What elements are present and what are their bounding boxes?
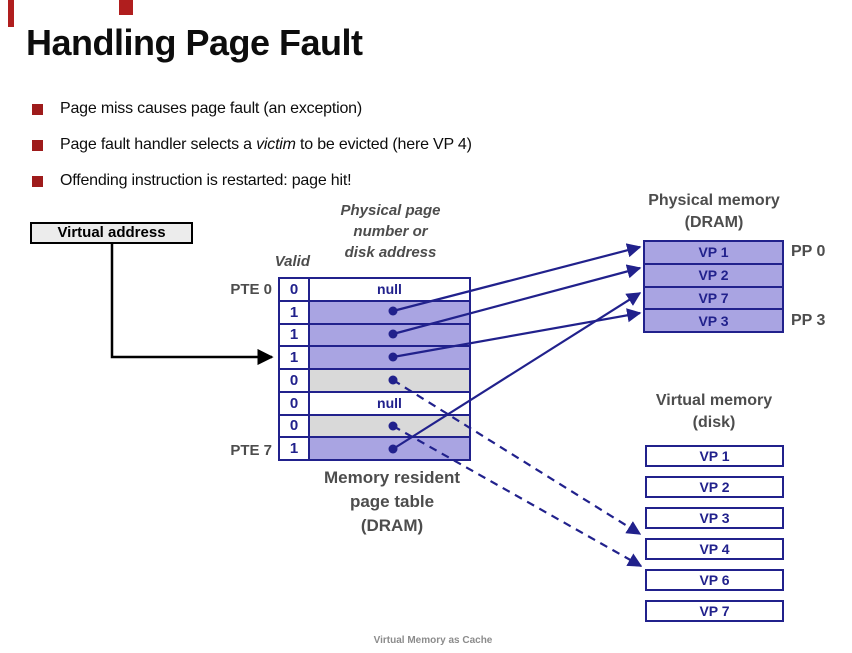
virtual-address-box: Virtual address [30, 222, 193, 244]
ppn-cell: null [310, 279, 469, 300]
physical-page: VP 7 [645, 287, 782, 311]
page-table-row-2: 1 [280, 324, 469, 348]
bullet-square-icon [32, 139, 43, 151]
bullet-square-icon [32, 175, 43, 187]
red-mark-left [8, 0, 14, 27]
disk-page: VP 3 [645, 507, 784, 529]
bullet-item: Page miss causes page fault (an exceptio… [32, 98, 362, 120]
page-title: Handling Page Fault [26, 22, 363, 63]
page-table-caption: Memory resident page table (DRAM) [323, 468, 461, 535]
valid-bit: 0 [280, 392, 310, 414]
page-table-row-6: 0 [280, 415, 469, 439]
valid-bit: 1 [280, 438, 310, 459]
valid-column-header: Valid [274, 253, 310, 270]
page-table-row-4: 0 [280, 370, 469, 393]
ppn-cell [310, 324, 469, 346]
ppn-cell [310, 438, 469, 459]
disk-page: VP 2 [645, 476, 784, 498]
page-table-row-0: 0 null [280, 279, 469, 302]
pp3-label: PP 3 [791, 312, 826, 329]
bullet-text-pre: Page miss causes page fault (an exceptio… [60, 100, 362, 117]
physical-memory-box: VP 1 VP 2 VP 7 VP 3 [643, 240, 784, 333]
red-mark-top [119, 0, 133, 15]
bullet-item: Offending instruction is restarted: page… [32, 170, 352, 192]
bullet-text-post: to be evicted (here VP 4) [295, 136, 472, 153]
ppn-cell [310, 301, 469, 323]
footer-text: Virtual Memory as Cache [373, 635, 493, 646]
ppn-column-header: Physical page number or disk address [340, 202, 441, 261]
ppn-cell [310, 347, 469, 368]
ppn-cell [310, 415, 469, 437]
page-table: 0 null 1 1 1 0 0 null 0 1 [278, 277, 471, 461]
page-table-row-7: 1 [280, 438, 469, 459]
bullet-text: Page miss causes page fault (an exceptio… [60, 100, 362, 118]
valid-bit: 1 [280, 324, 310, 346]
virtual-memory-header: Virtual memory (disk) [655, 392, 773, 431]
bullet-text: Page fault handler selects a victim to b… [60, 136, 472, 154]
physical-page: VP 3 [645, 310, 782, 331]
bullet-square-icon [32, 103, 43, 115]
pte7-label: PTE 7 [230, 442, 272, 459]
bullet-text-pre: Offending instruction is restarted: page… [60, 172, 352, 189]
pte0-label: PTE 0 [230, 281, 272, 298]
bullet-text: Offending instruction is restarted: page… [60, 172, 352, 190]
bullet-text-em: victim [256, 136, 296, 153]
disk-page: VP 1 [645, 445, 784, 467]
ppn-cell: null [310, 392, 469, 414]
physical-page: VP 2 [645, 264, 782, 288]
valid-bit: 0 [280, 279, 310, 300]
page-table-row-3: 1 [280, 347, 469, 370]
valid-bit: 0 [280, 415, 310, 437]
bullet-item: Page fault handler selects a victim to b… [32, 134, 472, 156]
physical-memory-header: Physical memory (DRAM) [648, 192, 780, 231]
page-table-row-1: 1 [280, 301, 469, 325]
disk-page: VP 6 [645, 569, 784, 591]
disk-page: VP 4 [645, 538, 784, 560]
ppn-cell [310, 370, 469, 391]
valid-bit: 1 [280, 347, 310, 368]
page-table-row-5: 0 null [280, 392, 469, 416]
pp0-label: PP 0 [791, 243, 826, 260]
valid-bit: 0 [280, 370, 310, 391]
bullet-text-pre: Page fault handler selects a [60, 136, 257, 153]
valid-bit: 1 [280, 301, 310, 323]
physical-page: VP 1 [645, 242, 782, 265]
virtual-address-arrow [110, 244, 274, 366]
disk-page: VP 7 [645, 600, 784, 622]
